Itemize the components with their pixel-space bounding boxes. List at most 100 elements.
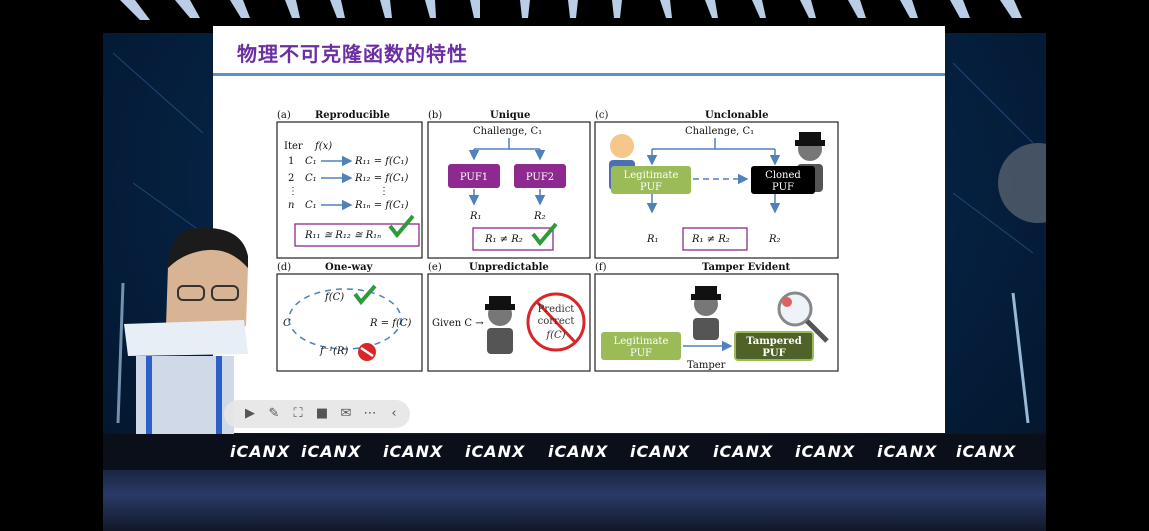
check-icon: [353, 284, 377, 306]
brand-logo: iCANX: [795, 442, 856, 461]
more-icon[interactable]: ⋯: [363, 406, 377, 421]
panel-a-result: R₁₁ ≅ R₁₂ ≅ R₁ₙ: [304, 230, 381, 241]
panel-d-right: R = f(C): [369, 318, 412, 329]
f-legit-line1: Legitimate: [614, 336, 669, 347]
legit-puf-box: [601, 332, 681, 360]
brand-logo: iCANX: [301, 442, 362, 461]
panel-a-title: Reproducible: [315, 110, 390, 121]
panel-e-given: Given C →: [432, 318, 484, 329]
brand-logo: iCANX: [230, 442, 291, 461]
cloned-puf-box: [751, 166, 815, 194]
camera-icon[interactable]: ■: [315, 406, 329, 421]
panel-c-r1: R₁: [646, 234, 659, 245]
brand-logo: iCANX: [548, 442, 609, 461]
title-divider: [213, 73, 945, 76]
legit-puf-box: [611, 166, 691, 194]
puf2-label: PUF2: [526, 172, 554, 183]
brand-banner: iCANX iCANX iCANX iCANX iCANX iCANX iCAN…: [103, 434, 1046, 470]
panel-f-title: Tamper Evident: [702, 262, 791, 273]
forbidden-icon: [358, 343, 376, 361]
panel-e-tag: (e): [428, 262, 442, 273]
panel-d-box: [276, 273, 423, 372]
stamp-line3: f(C): [545, 330, 565, 341]
panel-d-top: f(C): [324, 292, 344, 303]
iter-n: n: [288, 200, 294, 211]
comment-icon[interactable]: ✉: [340, 406, 352, 421]
forbidden-stamp-icon: [526, 292, 586, 352]
iter-label: Iter: [284, 141, 303, 152]
tampered-line2: PUF: [762, 348, 785, 359]
collapse-icon[interactable]: ‹: [391, 406, 397, 421]
screenshot-icon[interactable]: ⛶: [293, 406, 303, 421]
puf2-box: [514, 164, 566, 188]
tampered-puf-box: [734, 331, 814, 361]
panel-f-box: [594, 273, 839, 372]
panel-e-title: Unpredictable: [469, 262, 549, 273]
stage-floor: [103, 470, 1046, 531]
panel-b-challenge: Challenge, C₁: [473, 126, 542, 137]
tamper-label: Tamper: [687, 360, 726, 371]
panel-c-title: Unclonable: [705, 110, 768, 121]
panel-c-tag: (c): [595, 110, 609, 121]
panel-b-r2: R₂: [533, 211, 546, 222]
iter-2: 2: [288, 173, 294, 184]
hacker-icon: [485, 296, 515, 354]
brand-logo: iCANX: [713, 442, 774, 461]
panel-b-r1: R₁: [469, 211, 482, 222]
brand-logo: iCANX: [465, 442, 526, 461]
hacker-icon: [691, 286, 721, 340]
presentation-toolbar: ▶ ✎ ⛶ ■ ✉ ⋯ ‹: [224, 400, 410, 428]
panel-b-title: Unique: [490, 110, 530, 121]
row2-c: C₁: [305, 173, 317, 184]
brand-logo: iCANX: [877, 442, 938, 461]
panel-b-tag: (b): [428, 110, 442, 121]
panel-c-result: R₁ ≠ R₂: [691, 234, 730, 245]
cycle-arrow: [288, 288, 402, 350]
stamp-line1: Predict: [538, 304, 575, 315]
speaker-video: [166, 227, 248, 326]
puf-properties-figure: (a) Reproducible (b) Unique (c) Unclonab…: [276, 110, 839, 372]
puf1-box: [448, 164, 500, 188]
cloned-puf-line1: Cloned: [765, 170, 801, 181]
panel-d-title: One-way: [325, 262, 374, 273]
pen-icon[interactable]: ✎: [268, 406, 280, 421]
fx-label: f(x): [314, 141, 332, 152]
panel-c-challenge: Challenge, C₁: [685, 126, 754, 137]
brand-logo: iCANX: [630, 442, 691, 461]
panel-a-tag: (a): [277, 110, 291, 121]
panel-c-result-box: [682, 227, 748, 251]
ceiling-lights: [120, 0, 1022, 20]
row2-r: R₁₂ = f(C₁): [354, 173, 409, 184]
stamp-line2: correct: [538, 316, 575, 327]
panel-e-box: [427, 273, 591, 372]
panel-a-box: [276, 121, 423, 259]
rown-c: C₁: [305, 200, 317, 211]
row1-c: C₁: [305, 156, 317, 167]
panel-a-result-box: [294, 223, 420, 247]
panel-d-bottom: f⁻¹(R): [319, 346, 348, 357]
legit-puf-line2: PUF: [640, 182, 662, 193]
legit-puf-line1: Legitimate: [624, 170, 679, 181]
tampered-line1: Tampered: [746, 336, 802, 347]
brand-logo: iCANX: [956, 442, 1017, 461]
play-icon[interactable]: ▶: [245, 406, 255, 421]
slide-title: 物理不可克隆函数的特性: [237, 42, 468, 66]
panel-d-left: C: [283, 318, 291, 329]
panel-b-box: [427, 121, 591, 259]
stage-decoration: [112, 52, 1046, 424]
puf1-label: PUF1: [460, 172, 488, 183]
iter-1: 1: [288, 156, 294, 167]
brand-logo: iCANX: [383, 442, 444, 461]
rown-r: R₁ₙ = f(C₁): [354, 200, 409, 211]
iter-dots: ⋮: [288, 186, 298, 197]
panel-f-tag: (f): [595, 262, 607, 273]
panel-c-box: [594, 121, 839, 259]
presentation-slide: 物理不可克隆函数的特性 (a) Reproducible (b) Unique …: [213, 26, 945, 433]
r-dots: ⋮: [379, 186, 389, 197]
panel-d-tag: (d): [277, 262, 291, 273]
panel-b-result-box: [472, 227, 554, 251]
magnifier-icon: [777, 291, 829, 343]
row1-r: R₁₁ = f(C₁): [354, 156, 409, 167]
panel-c-r2: R₂: [768, 234, 781, 245]
cloned-puf-line2: PUF: [772, 182, 794, 193]
